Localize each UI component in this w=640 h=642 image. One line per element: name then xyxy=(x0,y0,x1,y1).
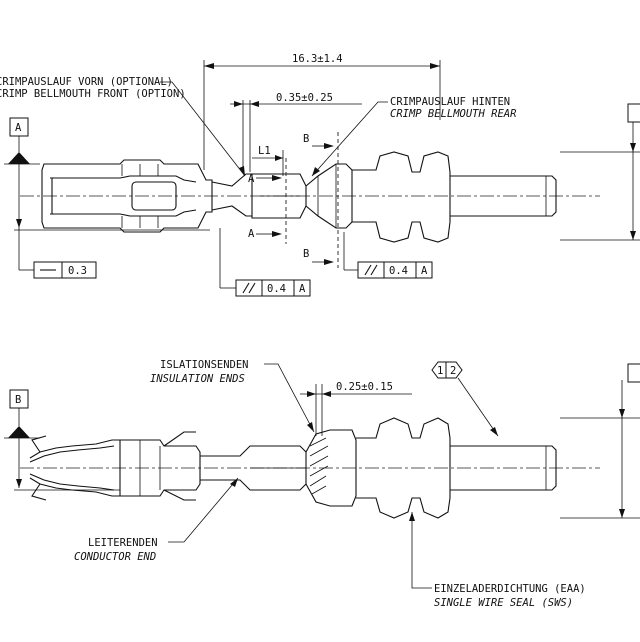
datum-a-triangle xyxy=(8,152,30,164)
bottom-right-dim-arrow-top xyxy=(619,409,625,418)
seal-label-de: EINZELADERDICHTUNG (EAA) xyxy=(434,583,586,595)
section-b-top: B xyxy=(303,133,309,145)
insulation-crimp xyxy=(305,163,353,229)
parallel-b-frame-sym xyxy=(357,261,385,279)
spring-lower xyxy=(29,473,128,497)
balloon-1-text: 1 xyxy=(437,365,443,377)
flatness-value: 0.3 xyxy=(68,265,87,277)
section-b-bottom-head xyxy=(324,259,334,265)
seal-leader-arrow xyxy=(409,512,415,521)
dim-length-arrow-right xyxy=(430,63,440,69)
datum-a-letter: A xyxy=(15,122,22,134)
parallel-a-value: 0.4 xyxy=(267,283,286,295)
section-a-bottom-head xyxy=(272,231,282,237)
contact-box-window xyxy=(131,181,177,211)
datum-b-arrow xyxy=(16,479,22,488)
bottom-seal-outline xyxy=(356,417,451,519)
dim-insulation-arrow2 xyxy=(322,391,331,397)
insulation-leader xyxy=(264,363,315,433)
parallel-b-sym1 xyxy=(364,264,372,276)
transition-neck xyxy=(211,173,252,217)
insulation-leader-arrow xyxy=(307,422,314,432)
wire-outline xyxy=(450,175,557,217)
dim-insulation-text: 0.25±0.15 xyxy=(336,381,393,393)
box-side-lance xyxy=(163,431,196,447)
datum-b-letter: B xyxy=(15,394,21,406)
dim-insulation-arrow1 xyxy=(307,391,316,397)
seal-leader xyxy=(411,512,432,589)
crimp-front-label-de: CRIMPAUSLAUF VORN (OPTIONAL) xyxy=(0,76,173,88)
crimp-rear-label-de: CRIMPAUSLAUF HINTEN xyxy=(390,96,510,108)
balloon-group: 1 2 xyxy=(431,361,463,379)
right-datum-box xyxy=(627,103,640,123)
balloon-2-text: 2 xyxy=(450,365,456,377)
crimp-rear-label-en: CRIMP BELLMOUTH REAR xyxy=(390,108,516,120)
box-side-outline xyxy=(119,439,201,497)
crimp-front-leader-arrow xyxy=(239,166,245,176)
contact-box-spring xyxy=(50,175,197,217)
dim-bellmouth-arrow1 xyxy=(234,101,243,107)
spring-tip-lower xyxy=(31,483,47,501)
parallel-b-ref: A xyxy=(421,265,428,277)
top-view: 16.3±1.4 0.35±0.25 CRIMPAUSLAUF VORN (OP… xyxy=(0,53,640,297)
section-b-bottom: B xyxy=(303,248,309,260)
parallel-a-frame-ref xyxy=(293,279,311,297)
balloon-leader-arrow xyxy=(490,427,498,436)
right-dim-arrow-bottom xyxy=(630,231,636,240)
flatness-frame-value xyxy=(61,261,97,279)
dim-bellmouth-text: 0.35±0.25 xyxy=(276,92,333,104)
dim-length-text: 16.3±1.4 xyxy=(292,53,343,65)
bottom-wire-outline xyxy=(450,445,557,491)
conductor-label-en: CONDUCTOR END xyxy=(74,551,156,563)
parallel-a-frame-sym xyxy=(235,279,263,297)
section-b-top-head xyxy=(324,143,334,149)
bottom-right-dim-arrow-bottom xyxy=(619,509,625,518)
conductor-leader-arrow xyxy=(230,478,238,487)
balloon-leader xyxy=(457,377,499,437)
bottom-view: B ISLA xyxy=(4,359,640,609)
dim-bellmouth-arrow2 xyxy=(250,101,259,107)
parallel-b-sym2 xyxy=(370,264,378,276)
crimp-rear-leader-arrow xyxy=(312,167,320,176)
dim-l1-text: L1 xyxy=(258,145,271,157)
insulation-label-en: INSULATION ENDS xyxy=(150,373,245,385)
spring-upper xyxy=(29,439,128,463)
bottom-right-datum-box xyxy=(627,363,640,383)
bottom-insulation-hatch xyxy=(309,437,329,495)
section-a-top: A xyxy=(248,173,255,185)
conductor-leader xyxy=(168,477,239,543)
crimp-front-leader xyxy=(160,81,246,177)
parallel-a-sym2 xyxy=(248,282,256,294)
seal-label-en: SINGLE WIRE SEAL (SWS) xyxy=(434,597,573,609)
crimp-rear-leader xyxy=(311,101,388,177)
crimp-front-label-en: CRIMP BELLMOUTH FRONT (OPTION) xyxy=(0,88,186,100)
parallel-a-ref: A xyxy=(299,283,306,295)
parallel-a-sym1 xyxy=(242,282,250,294)
dim-l1-arrow xyxy=(275,155,283,161)
spring-tip-upper xyxy=(31,435,47,453)
datum-b-triangle xyxy=(8,426,30,438)
seal-outline xyxy=(352,151,451,243)
section-a-bottom: A xyxy=(248,228,255,240)
box-side-lance2 xyxy=(163,489,196,501)
datum-a-arrow xyxy=(16,219,22,228)
bottom-insulation-crimp xyxy=(305,429,357,507)
section-a-top-head xyxy=(272,175,282,181)
contact-box-outline xyxy=(41,159,213,233)
parallel-b-frame-ref xyxy=(415,261,433,279)
dim-length-arrow-left xyxy=(204,63,214,69)
conductor-label-de: LEITERENDEN xyxy=(88,537,158,549)
insulation-label-de: ISLATIONSENDEN xyxy=(160,359,249,371)
parallel-b-value: 0.4 xyxy=(389,265,408,277)
right-dim-arrow-top xyxy=(630,143,636,152)
balloon-2 xyxy=(445,361,463,379)
